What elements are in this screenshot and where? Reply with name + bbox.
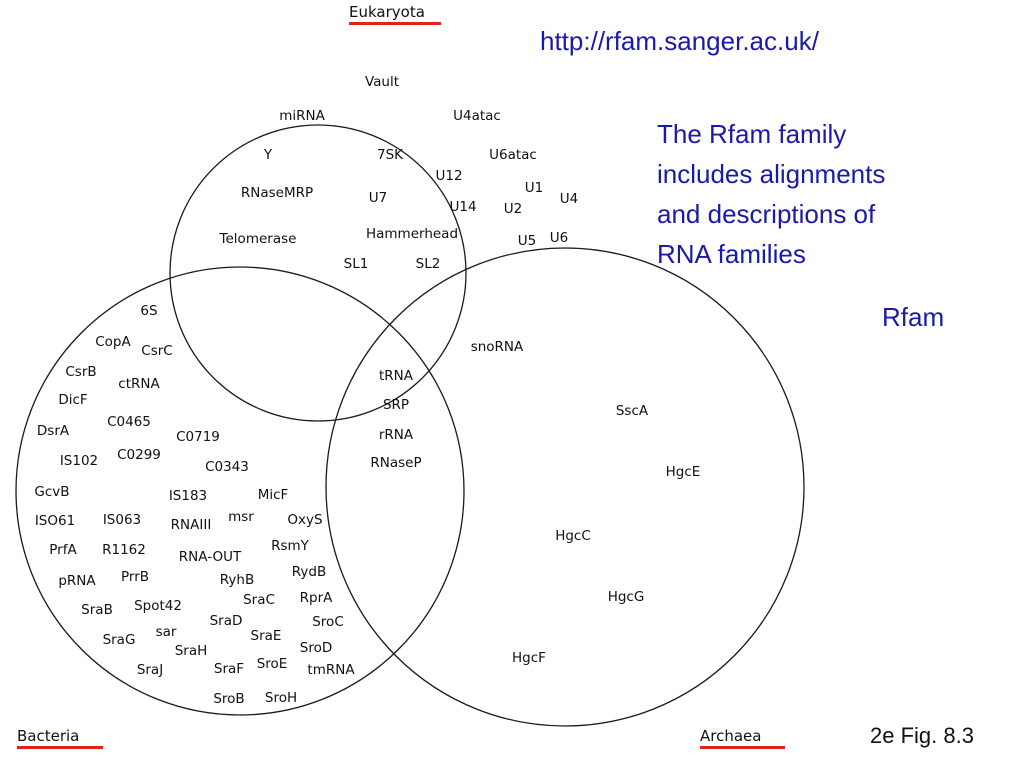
rna-family-label: miRNA xyxy=(279,108,325,124)
rna-family-label: DsrA xyxy=(37,423,70,439)
rna-family-label: SroD xyxy=(300,640,332,656)
rna-family-label: SraH xyxy=(175,643,208,659)
rna-family-label: pRNA xyxy=(58,573,96,589)
rna-family-label: msr xyxy=(228,509,254,525)
rna-family-label: R1162 xyxy=(102,542,146,558)
rna-family-label: SroH xyxy=(265,690,297,706)
rna-family-label: RprA xyxy=(300,590,333,606)
eukaryota-label: Eukaryota xyxy=(349,3,425,21)
bacteria-label: Bacteria xyxy=(17,727,80,745)
rna-family-label: SraF xyxy=(214,661,244,677)
rna-family-label: C0299 xyxy=(117,447,161,463)
rna-family-label: SL2 xyxy=(416,256,441,272)
rna-family-label: SroC xyxy=(312,614,344,630)
rna-family-label: SRP xyxy=(383,397,409,413)
rna-family-label: RyhB xyxy=(220,572,254,588)
rna-family-label: SraG xyxy=(103,632,136,648)
rna-family-label: Y xyxy=(263,147,273,163)
figure-label: 2e Fig. 8.3 xyxy=(870,723,974,748)
rna-family-label: U5 xyxy=(518,233,536,249)
rna-family-label: SraB xyxy=(81,602,113,618)
rna-family-label: HgcC xyxy=(555,528,591,544)
rna-family-label: SL1 xyxy=(344,256,369,272)
rna-family-label: RNAIII xyxy=(171,517,212,533)
rna-family-label: SscA xyxy=(616,403,649,419)
rna-family-label: IS063 xyxy=(103,512,141,528)
bacteria-underline xyxy=(17,746,103,749)
rna-family-label: 6S xyxy=(140,303,157,319)
rna-family-label: C0719 xyxy=(176,429,220,445)
rna-family-label: tRNA xyxy=(379,368,414,384)
rna-family-label: 7SK xyxy=(377,147,404,163)
bacteria-circle xyxy=(15,266,465,716)
rna-family-label: SraE xyxy=(251,628,282,644)
rna-family-label: CsrB xyxy=(65,364,96,380)
rna-family-label: tmRNA xyxy=(307,662,355,678)
description-line: The Rfam family xyxy=(657,119,847,149)
rna-family-label: DicF xyxy=(58,392,87,408)
archaea-circle xyxy=(325,247,805,727)
rna-family-label: SroB xyxy=(213,691,244,707)
rna-family-label: U7 xyxy=(369,190,387,206)
rna-family-label: Hammerhead xyxy=(366,226,458,242)
rna-family-label: rRNA xyxy=(379,427,414,443)
eukaryota-underline xyxy=(349,22,441,25)
rfam-description: The Rfam family includes alignments and … xyxy=(657,114,997,274)
archaea-label: Archaea xyxy=(700,727,762,745)
rna-family-label: U6atac xyxy=(489,147,537,163)
rna-family-label: PrrB xyxy=(121,569,149,585)
rna-family-label: C0343 xyxy=(205,459,249,475)
rfam-url: http://rfam.sanger.ac.uk/ xyxy=(540,26,819,56)
rna-family-label: snoRNA xyxy=(471,339,524,355)
rna-family-label: U12 xyxy=(435,168,462,184)
rna-family-label: U4 xyxy=(560,191,578,207)
rna-family-label: IS183 xyxy=(169,488,207,504)
rna-family-label: CsrC xyxy=(141,343,172,359)
rna-family-label: GcvB xyxy=(34,484,69,500)
rna-family-label: PrfA xyxy=(49,542,77,558)
rna-family-label: U6 xyxy=(550,230,568,246)
rna-family-label: sar xyxy=(156,624,177,640)
rna-family-label: HgcE xyxy=(666,464,701,480)
rna-family-label: RNA-OUT xyxy=(179,549,242,565)
rna-family-label: SraJ xyxy=(137,662,163,678)
rna-family-label: U14 xyxy=(449,199,476,215)
rna-family-label: MicF xyxy=(258,487,289,503)
archaea-underline xyxy=(700,746,785,749)
rna-family-label: U2 xyxy=(504,201,522,217)
rna-family-label: SraD xyxy=(210,613,243,629)
description-line: includes alignments xyxy=(657,159,886,189)
rna-family-label: SroE xyxy=(257,656,288,672)
rna-family-label: Spot42 xyxy=(134,598,182,614)
description-line: and descriptions of xyxy=(657,199,876,229)
rna-family-label: RNaseMRP xyxy=(241,185,313,201)
rna-family-label: Vault xyxy=(365,74,399,90)
rna-family-label: RsmY xyxy=(271,538,310,554)
rna-family-label: RNaseP xyxy=(370,455,421,471)
rna-family-label: Telomerase xyxy=(219,231,297,247)
rna-family-label: RydB xyxy=(292,564,326,580)
description-line: RNA families xyxy=(657,239,806,269)
rna-family-label: SraC xyxy=(243,592,275,608)
rna-family-label: HgcF xyxy=(512,650,546,666)
rna-family-label: U4atac xyxy=(453,108,501,124)
rna-family-label: OxyS xyxy=(287,512,322,528)
rna-family-label: ctRNA xyxy=(118,376,160,392)
rna-family-label: U1 xyxy=(525,180,543,196)
rna-family-label: CopA xyxy=(95,334,131,350)
rna-family-label: C0465 xyxy=(107,414,151,430)
rna-family-label: ISO61 xyxy=(35,513,75,529)
rna-family-label: HgcG xyxy=(608,589,645,605)
rfam-label: Rfam xyxy=(882,302,945,332)
eukaryota-circle xyxy=(169,124,467,422)
rna-family-label: IS102 xyxy=(60,453,98,469)
